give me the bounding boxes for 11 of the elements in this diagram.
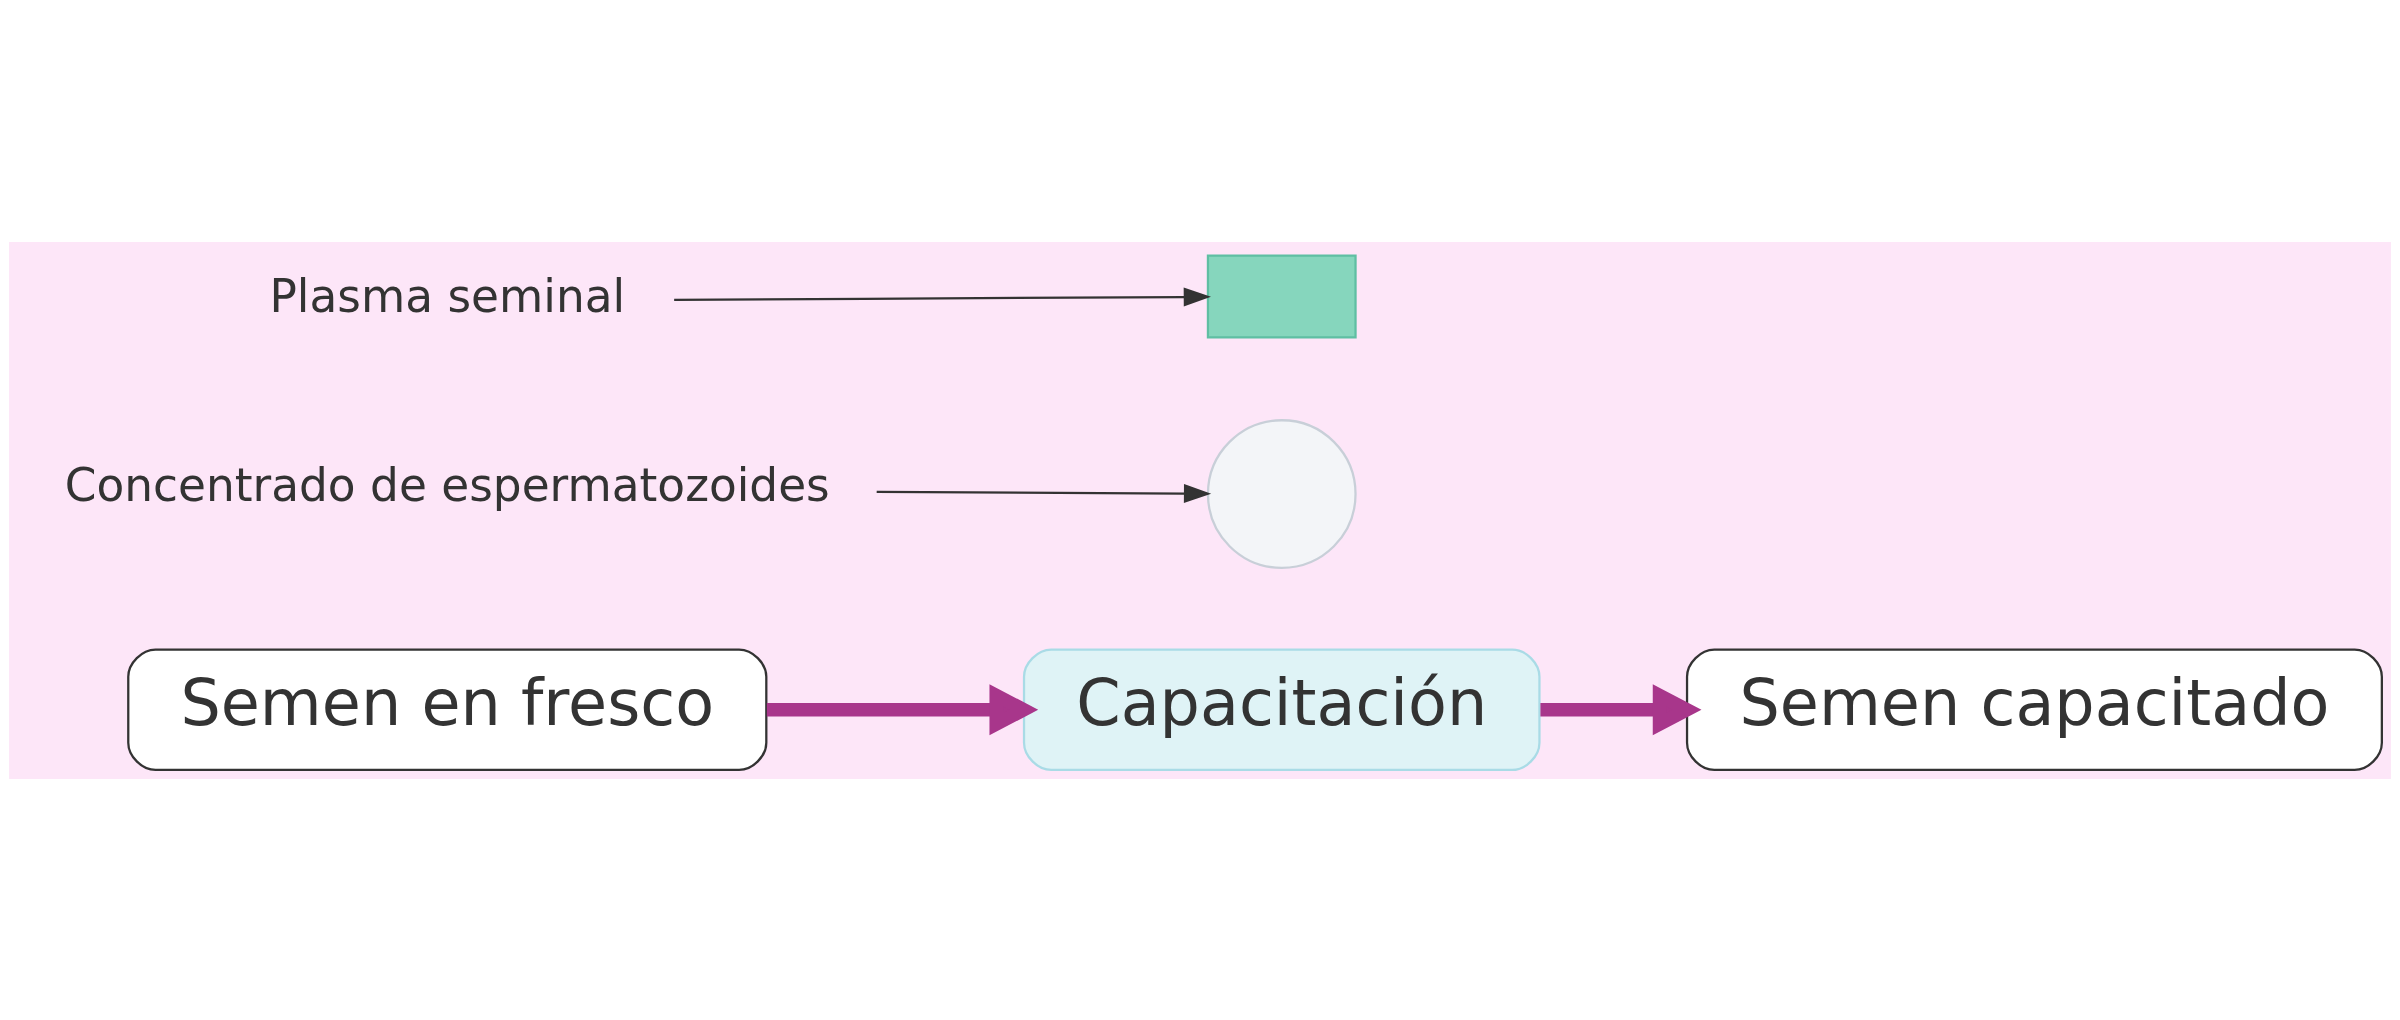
- node-box: [1206, 254, 1357, 338]
- node-circle: [1206, 418, 1357, 569]
- node-text: Concentrado de espermatozoides: [64, 458, 830, 512]
- arrow: [876, 483, 1212, 503]
- arrow: [674, 286, 1211, 307]
- arrow: [766, 683, 1039, 735]
- node-text: Plasma seminal: [269, 269, 626, 323]
- arrow: [1540, 683, 1702, 735]
- node-box: Semen en fresco: [127, 647, 768, 771]
- node-box: Capacitación: [1022, 647, 1541, 771]
- node-box: Semen capacitado: [1685, 647, 2383, 771]
